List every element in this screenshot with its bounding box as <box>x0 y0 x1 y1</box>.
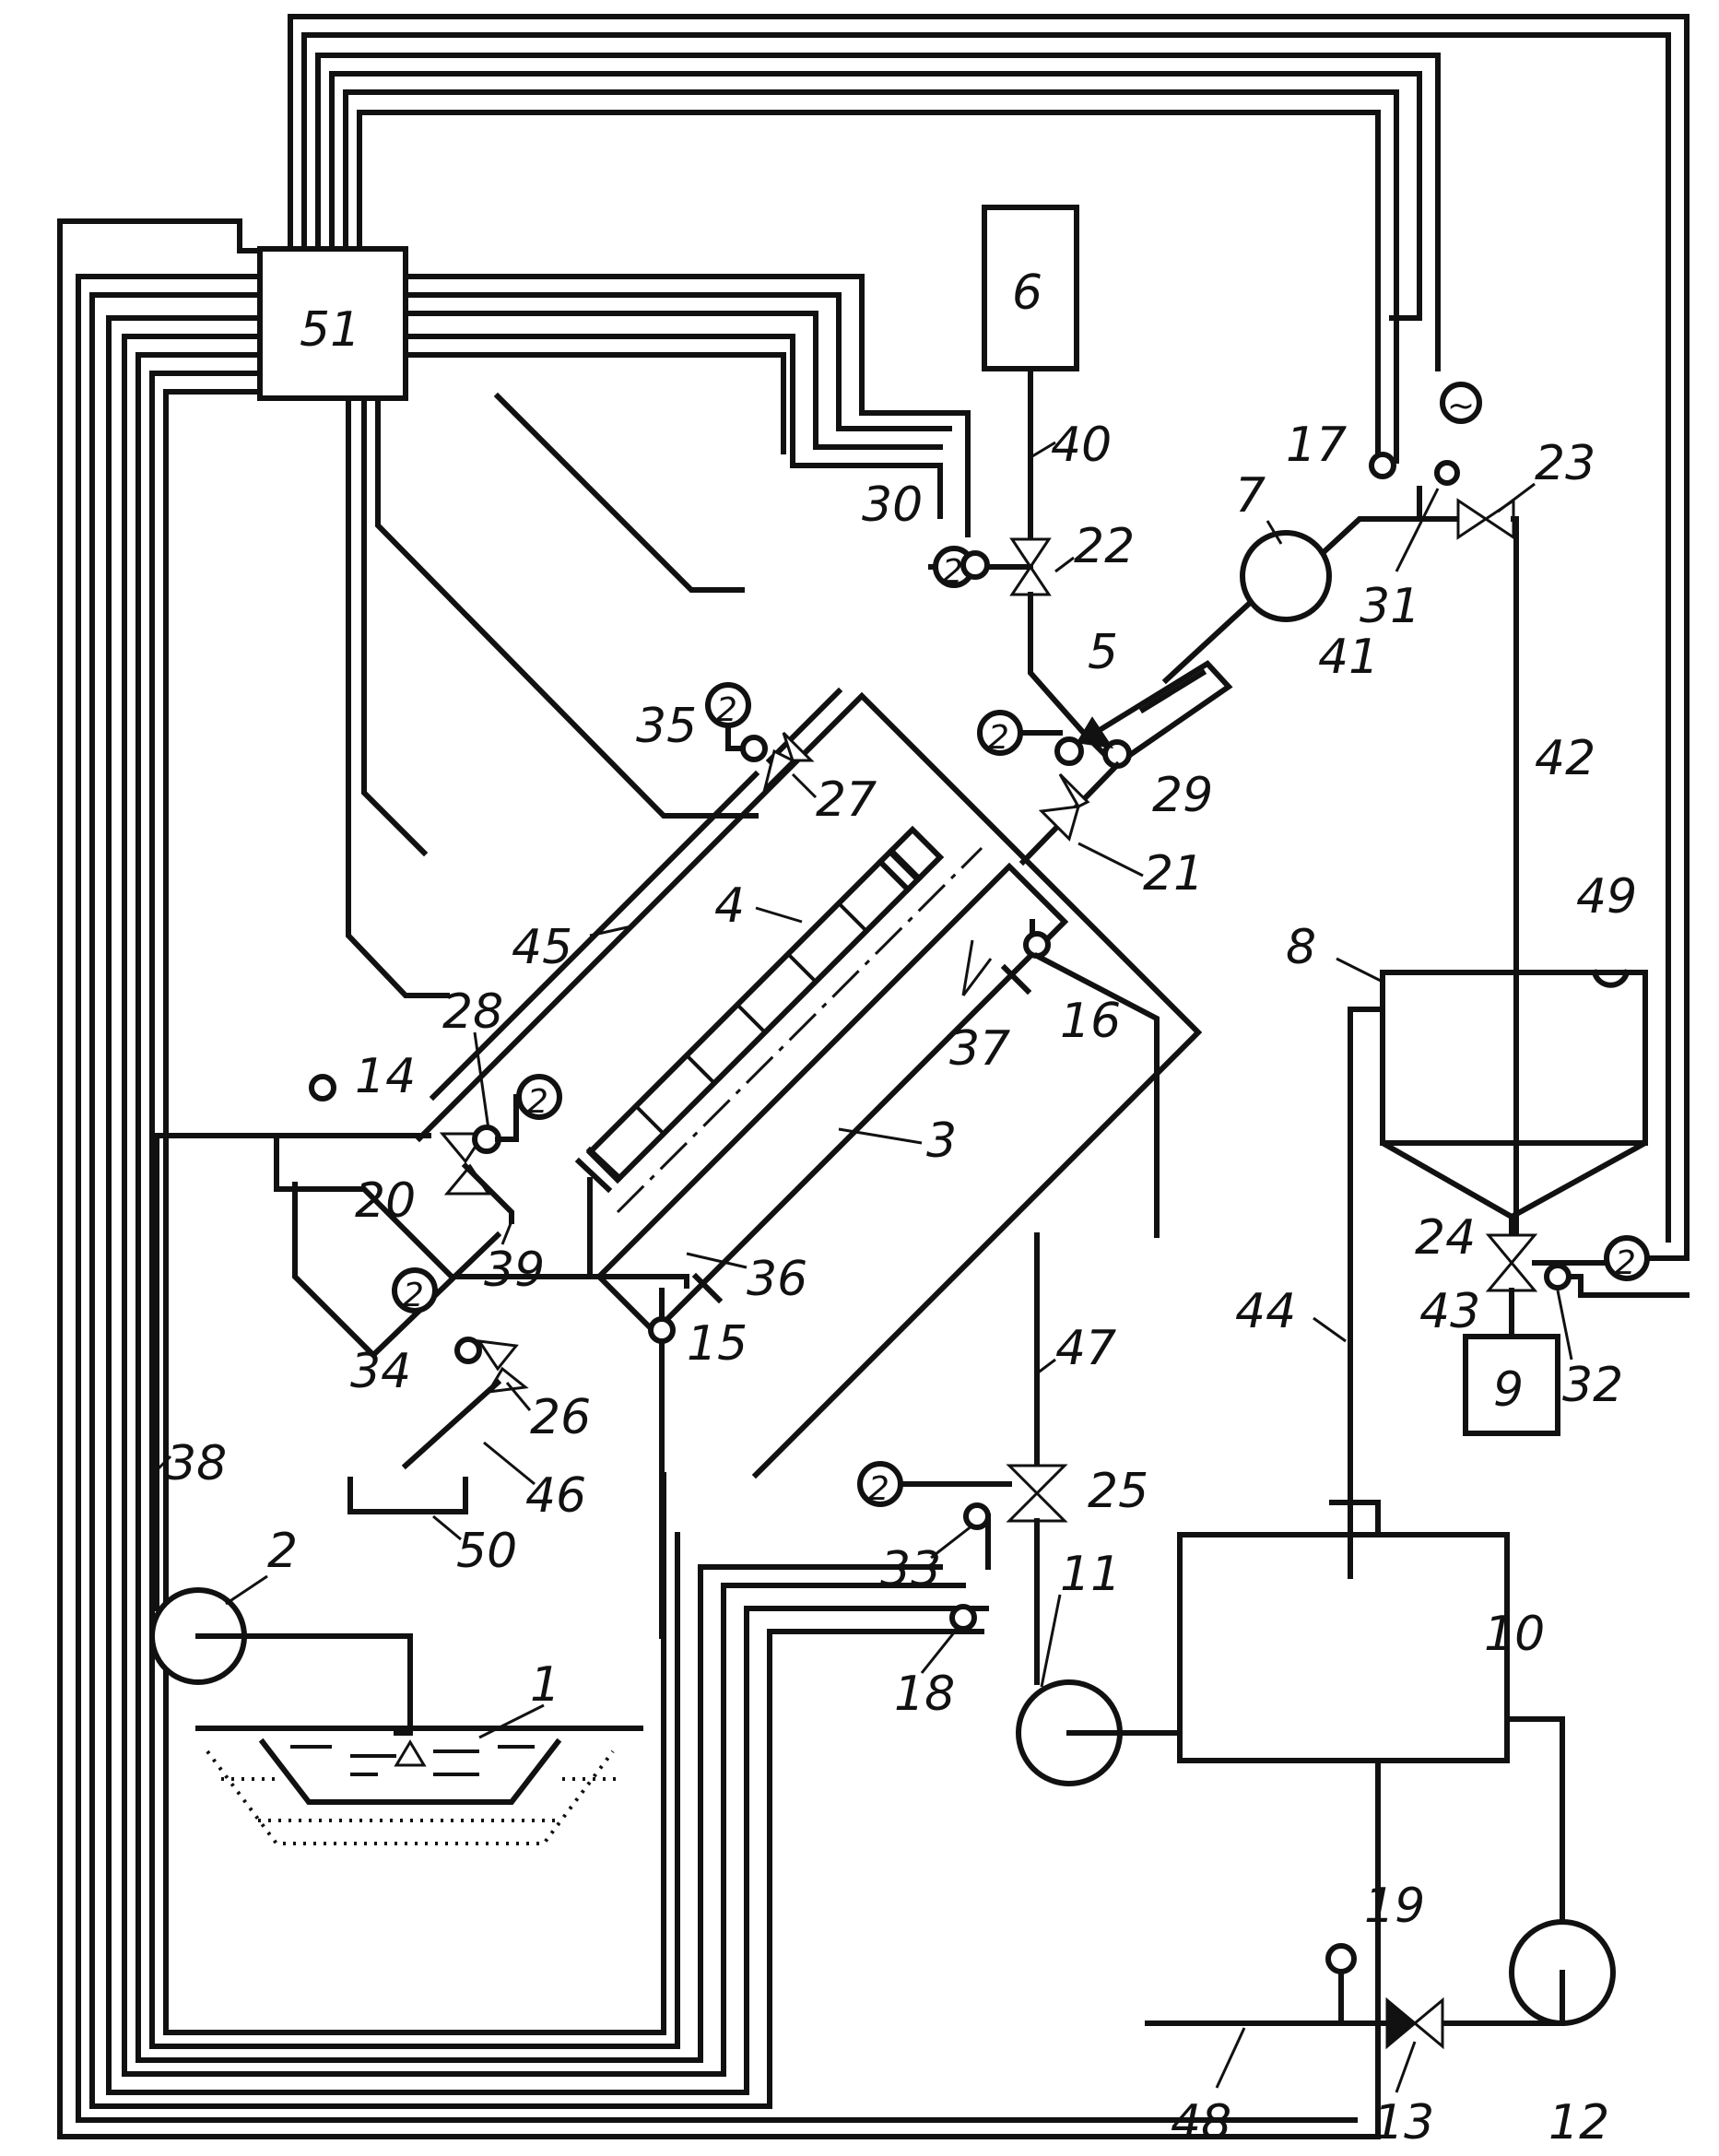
label-45: 45 <box>512 920 572 975</box>
valve-13 <box>1148 1946 1442 2046</box>
actuator-icon: 2 <box>716 691 737 729</box>
label-13: 13 <box>1373 2095 1434 2150</box>
label-25: 25 <box>1088 1464 1148 1519</box>
label-16: 16 <box>1060 994 1121 1049</box>
label-37: 37 <box>949 1021 1010 1077</box>
actuator-icon: 2 <box>403 1277 424 1314</box>
label-27: 27 <box>816 772 877 828</box>
pump-11 <box>1018 1682 1180 1784</box>
label-38: 38 <box>166 1436 227 1491</box>
part-labels: 1 2 3 4 5 7 8 11 11 12 13 14 15 16 17 18… <box>157 418 1637 2150</box>
label-5: 5 <box>1088 625 1118 680</box>
label-43: 43 <box>1419 1284 1480 1339</box>
actuator-icon: 2 <box>1615 1244 1636 1282</box>
label-3: 3 <box>926 1113 957 1169</box>
label-33: 33 <box>880 1542 941 1597</box>
label-14: 14 <box>355 1049 416 1104</box>
actuator-icon: 2 <box>988 719 1009 757</box>
label-48: 48 <box>1171 2095 1231 2150</box>
label-2: 2 <box>267 1524 298 1579</box>
valve-24 <box>1489 1235 1687 1337</box>
label-42: 42 <box>1535 731 1595 786</box>
label-24: 24 <box>1415 1210 1476 1266</box>
label-41: 41 <box>1318 630 1379 685</box>
label-47: 47 <box>1055 1321 1116 1376</box>
actuator-icon: 2 <box>527 1083 548 1121</box>
label-23: 23 <box>1535 436 1595 491</box>
label-28: 28 <box>442 984 503 1040</box>
label-36: 36 <box>747 1252 807 1307</box>
actuator-icon: 2 <box>942 553 963 591</box>
tank-10: 10 <box>1180 1535 1562 1922</box>
controller-51: 51 <box>260 249 406 398</box>
actuator-icon: 2 <box>868 1470 889 1508</box>
label-31: 31 <box>1360 579 1420 634</box>
bin-50 <box>350 1479 465 1512</box>
actuator-symbols: 2 2 2 2 2 2 2 ~ <box>403 387 1636 1508</box>
label-10: 10 <box>1484 1607 1545 1662</box>
label-44: 44 <box>1235 1284 1296 1339</box>
label-21: 21 <box>1143 846 1204 901</box>
label-39: 39 <box>484 1243 545 1298</box>
label-8: 8 <box>1286 920 1316 975</box>
label-35: 35 <box>636 699 697 754</box>
label-17: 17 <box>1286 418 1347 473</box>
label-30: 30 <box>862 477 923 533</box>
label-40: 40 <box>1051 418 1112 473</box>
label-6: 6 <box>1012 265 1042 321</box>
label-20: 20 <box>355 1173 416 1229</box>
label-7: 7 <box>1235 468 1266 524</box>
label-18: 18 <box>894 1667 955 1722</box>
valve-25 <box>860 1235 1065 1682</box>
label-22: 22 <box>1074 519 1135 574</box>
label-1: 1 <box>530 1657 560 1713</box>
label-49: 49 <box>1576 869 1637 925</box>
label-12: 12 <box>1548 2095 1609 2150</box>
label-9: 9 <box>1493 1362 1524 1418</box>
generator-icon: ~ <box>1447 387 1475 425</box>
label-15: 15 <box>687 1316 748 1372</box>
label-4: 4 <box>714 878 745 934</box>
label-11b: 11 <box>1060 1547 1121 1602</box>
tank-9: 9 <box>1466 1337 1558 1433</box>
label-26: 26 <box>530 1390 591 1445</box>
label-50: 50 <box>456 1524 517 1579</box>
sensors <box>651 1290 673 1636</box>
label-34: 34 <box>350 1344 411 1399</box>
tank-6: 6 <box>984 207 1077 553</box>
pump-12 <box>1438 1922 1613 2023</box>
label-46: 46 <box>525 1468 586 1524</box>
label-19: 19 <box>1364 1879 1425 1934</box>
valve-23 <box>1437 384 1516 1240</box>
label-32: 32 <box>1562 1358 1623 1413</box>
pond-1 <box>198 1728 641 1844</box>
label-29: 29 <box>1152 768 1213 823</box>
label-51: 51 <box>300 302 360 358</box>
